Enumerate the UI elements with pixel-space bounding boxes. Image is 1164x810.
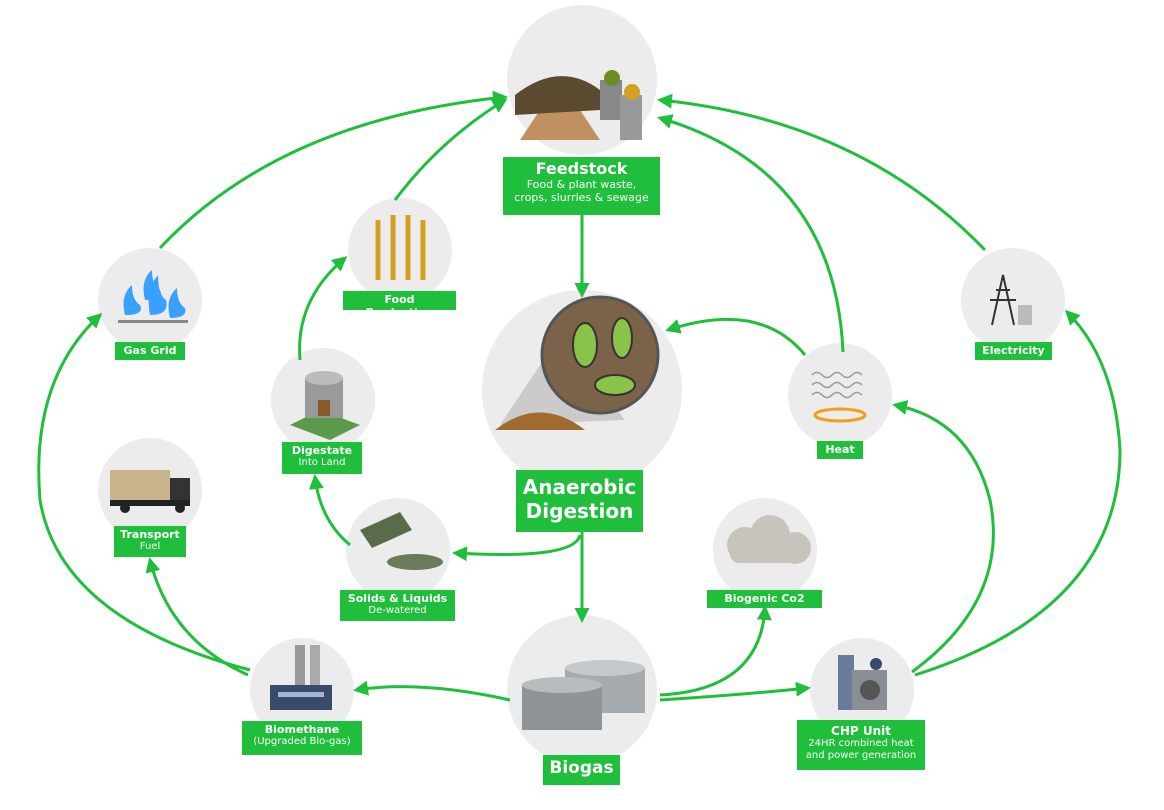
arrow-heat-to-feedstock bbox=[657, 114, 845, 353]
arrow-biomethane-to-transport bbox=[145, 557, 249, 677]
node-circle-solids bbox=[346, 498, 450, 602]
node-circle-heat bbox=[788, 343, 892, 447]
gas-flame-icon bbox=[118, 270, 188, 323]
truck-icon bbox=[110, 470, 190, 513]
arrow-solids-to-digestate bbox=[308, 474, 351, 547]
node-solids-liquids: Solids & Liquids De-watered bbox=[340, 590, 455, 621]
chp-unit-icon bbox=[838, 655, 887, 710]
arrow-food-to-feedstock bbox=[393, 98, 508, 201]
node-circle-food bbox=[348, 198, 452, 302]
node-title: Heat bbox=[825, 443, 855, 456]
node-anaerobic-digestion: Anaerobic Digestion bbox=[516, 470, 643, 532]
cloud-icon bbox=[727, 515, 811, 564]
storage-tank-icon bbox=[522, 660, 645, 730]
node-title: Electricity bbox=[982, 344, 1045, 357]
node-gas-grid: Gas Grid bbox=[115, 342, 185, 360]
arrow-biogas-to-chp bbox=[659, 681, 811, 702]
node-title: Biogas bbox=[549, 758, 614, 778]
node-chp-unit: CHP Unit 24HR combined heat and power ge… bbox=[797, 720, 925, 770]
node-subtitle: 24HR combined heat bbox=[808, 738, 914, 750]
bacteria-icon bbox=[495, 295, 660, 430]
arrow-anaerobic-to-solids bbox=[452, 534, 582, 562]
node-subtitle: Fuel bbox=[139, 541, 161, 553]
node-title: Anaerobic bbox=[522, 475, 637, 499]
arrow-chp-to-heat bbox=[892, 400, 995, 674]
node-biogenic-co2: Biogenic Co2 bbox=[707, 590, 822, 608]
arrow-gasgrid-to-feedstock bbox=[158, 90, 508, 250]
arrow-heat-to-anaerobic bbox=[665, 317, 807, 356]
node-title: Biomethane bbox=[264, 723, 340, 736]
node-title: Gas Grid bbox=[123, 344, 177, 357]
node-biogas: Biogas bbox=[543, 755, 620, 785]
node-digestate: Digestate Into Land bbox=[282, 442, 362, 474]
waste-pile-icon bbox=[515, 70, 642, 140]
node-title: Food Production bbox=[365, 293, 434, 320]
arrow-electricity-to-feedstock bbox=[657, 93, 987, 252]
node-food-production: Food Production bbox=[343, 291, 456, 319]
node-title: CHP Unit bbox=[831, 724, 891, 738]
pylon-icon bbox=[990, 274, 1032, 326]
factory-icon bbox=[270, 645, 332, 710]
node-heat: Heat bbox=[817, 441, 863, 459]
node-electricity: Electricity bbox=[975, 342, 1052, 360]
node-feedstock: Feedstock Food & plant waste, crops, slu… bbox=[503, 157, 660, 215]
node-subtitle: crops, slurries & sewage bbox=[514, 191, 649, 205]
arrow-biomethane-to-gasgrid bbox=[37, 312, 251, 672]
silo-icon bbox=[290, 371, 360, 440]
wheat-icon bbox=[375, 215, 426, 280]
node-subtitle: Into Land bbox=[298, 457, 346, 469]
solids-icon bbox=[360, 512, 443, 570]
heat-coil-icon bbox=[811, 371, 867, 423]
node-title: Biogenic Co2 bbox=[724, 592, 805, 605]
arrow-digestate-to-food bbox=[298, 256, 348, 361]
arrow-biogas-to-biomethane bbox=[353, 680, 511, 702]
node-title: Solids & Liquids bbox=[347, 592, 448, 605]
node-title: Digestion bbox=[525, 499, 634, 523]
arrow-biogas-to-co2 bbox=[659, 605, 772, 697]
arrow-chp-to-electricity bbox=[914, 309, 1122, 677]
node-transport: Transport Fuel bbox=[114, 526, 186, 557]
node-title: Feedstock bbox=[535, 159, 628, 178]
node-subtitle: Food & plant waste, bbox=[526, 178, 637, 192]
node-title: Digestate bbox=[291, 444, 353, 457]
node-biomethane: Biomethane (Upgraded Bio-gas) bbox=[242, 721, 362, 755]
node-subtitle: and power generation bbox=[805, 750, 917, 762]
node-subtitle: (Upgraded Bio-gas) bbox=[253, 736, 351, 748]
node-subtitle: De-watered bbox=[368, 605, 427, 617]
node-title: Transport bbox=[120, 528, 180, 541]
